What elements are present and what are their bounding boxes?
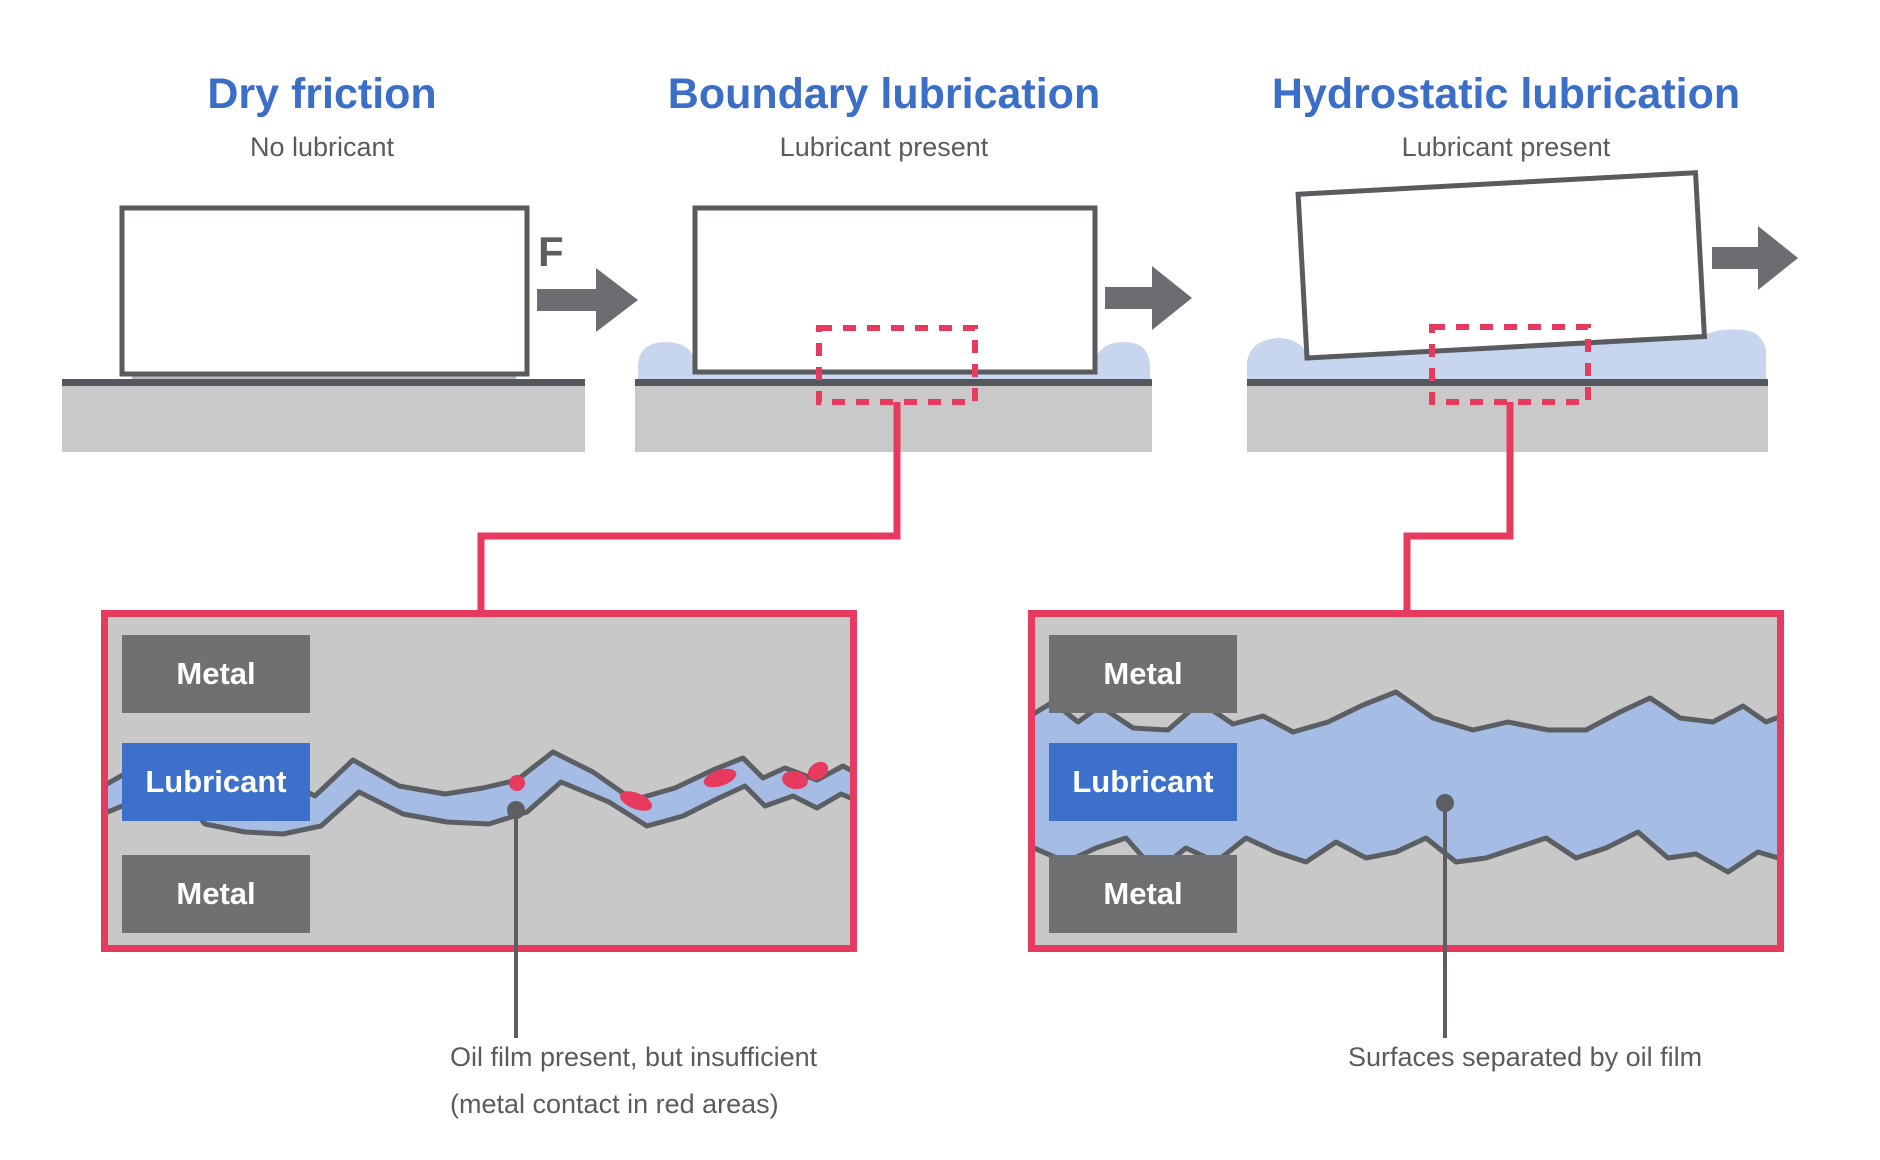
column-title-boundary: Boundary lubrication: [667, 70, 1101, 118]
column-subtitle-hydrostatic: Lubricant present: [1401, 132, 1611, 162]
metal-label-text: Metal: [176, 876, 256, 911]
ground-dry: [62, 386, 585, 452]
column-subtitle-boundary: Lubricant present: [779, 132, 989, 162]
hydrostatic-interface-graphic: [1035, 689, 1777, 875]
lubricant-label: Lubricant: [1049, 743, 1237, 821]
metal-label: Metal: [122, 855, 310, 933]
force-f-label: F: [538, 228, 564, 275]
metal-contact-spot: [703, 768, 737, 788]
ground-hydrostatic: [1247, 386, 1768, 452]
metal-label: Metal: [122, 635, 310, 713]
annotation-boundary-line2: (metal contact in red areas): [450, 1089, 779, 1119]
force-arrow-icon: [537, 268, 638, 332]
lubricant-label-text: Lubricant: [145, 764, 287, 799]
column-title-dry-friction: Dry friction: [207, 70, 437, 118]
metal-label: Metal: [1049, 855, 1237, 933]
hydrostatic-detail-panel: Metal Lubricant Metal: [1028, 610, 1784, 952]
annotation-hydrostatic: Surfaces separated by oil film: [1348, 1042, 1703, 1072]
metal-contact-spot: [807, 761, 829, 781]
surface-line-dry: [62, 379, 585, 386]
metal-label-text: Metal: [1103, 656, 1183, 691]
lubricant-film-hydrostatic: [1247, 329, 1766, 379]
metal-label-text: Metal: [1103, 876, 1183, 911]
block-hydrostatic: [1295, 170, 1708, 361]
block-boundary: [692, 205, 1098, 375]
column-title-hydrostatic: Hydrostatic lubrication: [1271, 70, 1741, 118]
force-arrow-icon: [1712, 226, 1798, 290]
metal-contact-spot: [782, 770, 808, 790]
zoom-region-hydrostatic: [1429, 324, 1591, 405]
surface-line-boundary: [635, 379, 1152, 386]
boundary-detail-panel: Metal Lubricant Metal: [101, 610, 857, 952]
zoom-region-boundary: [816, 325, 978, 405]
metal-contact-spot: [619, 791, 653, 811]
lubricant-film-boundary: [638, 342, 1150, 379]
zoom-connector-right: [1403, 402, 1514, 612]
thick-oil-film-band: [1035, 689, 1777, 875]
block-dry: [119, 205, 530, 377]
surface-line-hydrostatic: [1247, 379, 1768, 386]
metal-label-text: Metal: [176, 656, 256, 691]
annotation-boundary-line1: Oil film present, but insufficient: [450, 1042, 818, 1072]
metal-label: Metal: [1049, 635, 1237, 713]
lubricant-label-text: Lubricant: [1072, 764, 1214, 799]
zoom-connector-left: [477, 402, 901, 612]
column-subtitle-dry-friction: No lubricant: [249, 132, 395, 162]
ground-boundary: [635, 386, 1152, 452]
lubricant-label: Lubricant: [122, 743, 310, 821]
force-arrow-icon: [1105, 266, 1192, 330]
contact-shadow: [132, 373, 516, 379]
metal-contact-spot: [509, 775, 525, 791]
